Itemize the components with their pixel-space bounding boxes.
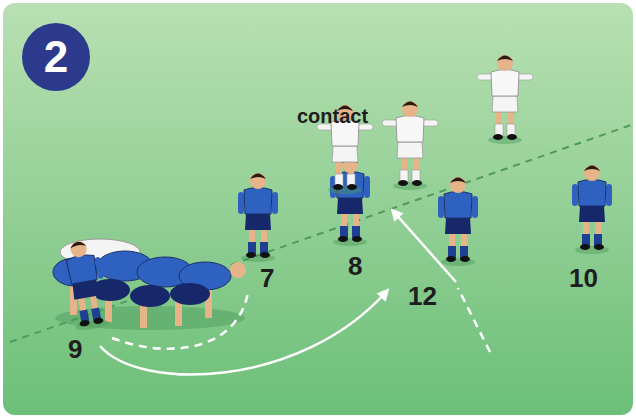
contact-label: contact bbox=[297, 106, 368, 126]
step-badge: 2 bbox=[22, 23, 90, 91]
player-number: 12 bbox=[408, 283, 437, 309]
player-number: 7 bbox=[260, 265, 274, 291]
player-number: 8 bbox=[348, 253, 362, 279]
player-number: 9 bbox=[68, 336, 82, 362]
step-number: 2 bbox=[44, 35, 68, 79]
player-number: 10 bbox=[569, 265, 598, 291]
